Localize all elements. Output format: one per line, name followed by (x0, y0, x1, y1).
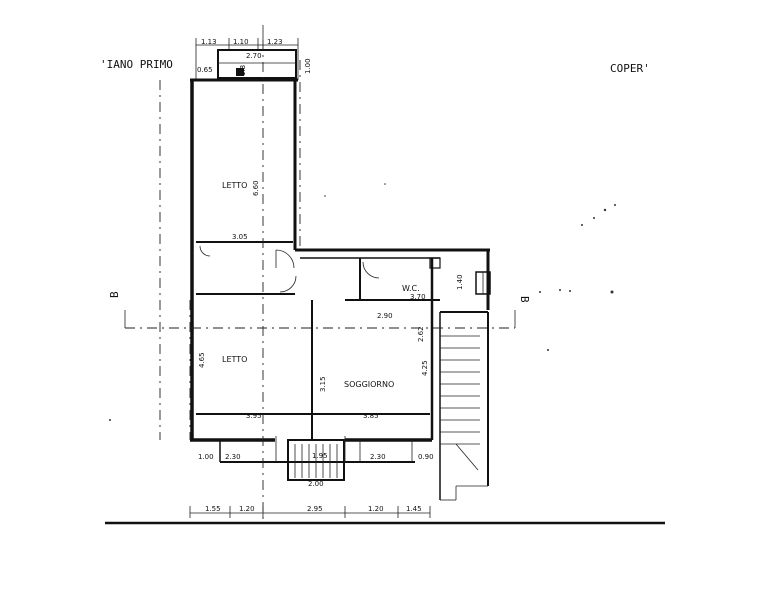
axis-lines (125, 40, 515, 520)
dim-balcony-width: 2.00 (308, 480, 324, 488)
dim-top-left: 0.65 (197, 66, 213, 74)
dim-top-2: 1.10 (233, 38, 249, 46)
dim-balcony-3: 1.95 (312, 452, 328, 460)
top-dimension-line (195, 25, 299, 80)
dim-bedroom2-height: 4.65 (198, 352, 206, 368)
interior-walls (196, 241, 441, 440)
dim-bottom-1: 1.55 (205, 505, 221, 513)
dim-top-right: 1.00 (304, 58, 312, 74)
room-label-bedroom-bottom: LETTO (222, 355, 247, 364)
floor-label: 'IANO PRIMO (100, 58, 173, 71)
dim-balcony-5: 0.90 (418, 453, 434, 461)
dim-bedroom-height: 6.60 (252, 180, 260, 196)
wc-window (475, 271, 491, 295)
section-label-left: B (108, 291, 121, 298)
dim-balcony-left: 1.00 (198, 453, 214, 461)
bottom-dimension-line (189, 506, 431, 518)
scan-specks (109, 183, 616, 421)
dim-bottom-5: 1.45 (406, 505, 422, 513)
dim-wc-height: 1.40 (456, 274, 464, 290)
dim-bedroom-width: 3.05 (232, 233, 248, 241)
dim-small-v: 2.62 (417, 326, 425, 342)
dim-living-height-left: 3.15 (319, 376, 327, 392)
room-label-wc: W.C. (402, 284, 420, 293)
dim-living-width: 3.85 (363, 412, 379, 420)
upper-bay (217, 49, 297, 79)
outer-walls (190, 78, 490, 442)
dim-bottom-4: 1.20 (368, 505, 384, 513)
room-label-bedroom-top: LETTO (222, 181, 247, 190)
dim-bedroom2-width: 3.95 (246, 412, 262, 420)
dim-corridor-width: 2.90 (377, 312, 393, 320)
dim-balcony-2: 2.30 (225, 453, 241, 461)
dim-wc-width: 3.70 (410, 293, 426, 301)
room-label-living: SOGGIORNO (344, 380, 394, 389)
dim-bottom-2: 1.20 (239, 505, 255, 513)
balcony (219, 436, 415, 481)
dim-living-height-right: 4.25 (421, 360, 429, 376)
dim-top-inner: 2.70 (246, 52, 262, 60)
door-arcs (199, 245, 380, 293)
dim-top-3: 1.23 (267, 38, 283, 46)
dim-top-1: 1.13 (201, 38, 217, 46)
section-label-right: B (518, 296, 531, 303)
dim-bottom-3: 2.95 (307, 505, 323, 513)
right-stairs (439, 311, 489, 501)
dim-balcony-4: 2.30 (370, 453, 386, 461)
coverage-label: COPER' (610, 62, 650, 75)
